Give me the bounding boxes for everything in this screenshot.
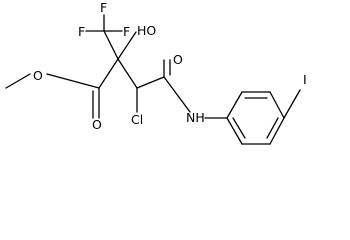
- atom-hydroxyl: HO: [137, 23, 156, 38]
- bond-ester-carbon-ester-oxygen: [46, 73, 100, 89]
- ring-bond-3: [269, 91, 285, 119]
- ring-bond-4: [269, 117, 285, 145]
- atom-f-right: F: [123, 24, 130, 39]
- ring-bond-1: [226, 91, 243, 119]
- backbone-bonds: [98, 30, 165, 113]
- bond-ring-iodine: [283, 89, 301, 119]
- methyl-ester-group: [5, 73, 100, 119]
- atom-ester-carbonyl-oxygen: O: [92, 117, 102, 132]
- atom-f-top: F: [100, 0, 107, 15]
- atom-chlorine: Cl: [131, 112, 143, 127]
- atom-amide-oxygen: O: [173, 52, 183, 67]
- atom-f-left: F: [78, 24, 85, 39]
- iodophenyl-ring: [226, 89, 301, 145]
- molecule-structure-diagram: F F F HO O O O Cl NH I: [5, 0, 307, 145]
- ring-bond-6: [226, 117, 243, 145]
- ring-inner-bond-2: [266, 117, 279, 139]
- ring-inner-bond-3: [232, 117, 246, 139]
- bond-quaternary-carbon-chlorinated-carbon: [117, 58, 138, 89]
- atom-ester-oxygen: O: [33, 68, 43, 83]
- trifluoromethyl-group: [85, 14, 123, 32]
- atom-amide-nitrogen: NH: [186, 110, 205, 125]
- amide-group: [163, 59, 228, 119]
- bond-quaternary-carbon-ester-carbon: [98, 58, 119, 89]
- bond-quaternary-carbon-cf3: [103, 30, 119, 60]
- atom-iodine: I: [303, 72, 307, 87]
- bond-chlorinated-carbon-amide-carbon: [136, 76, 165, 89]
- bond-quaternary-carbon-hydroxyl: [117, 31, 137, 60]
- bond-amide-carbon-nitrogen: [163, 76, 191, 113]
- bond-ester-oxygen-methyl: [5, 73, 31, 89]
